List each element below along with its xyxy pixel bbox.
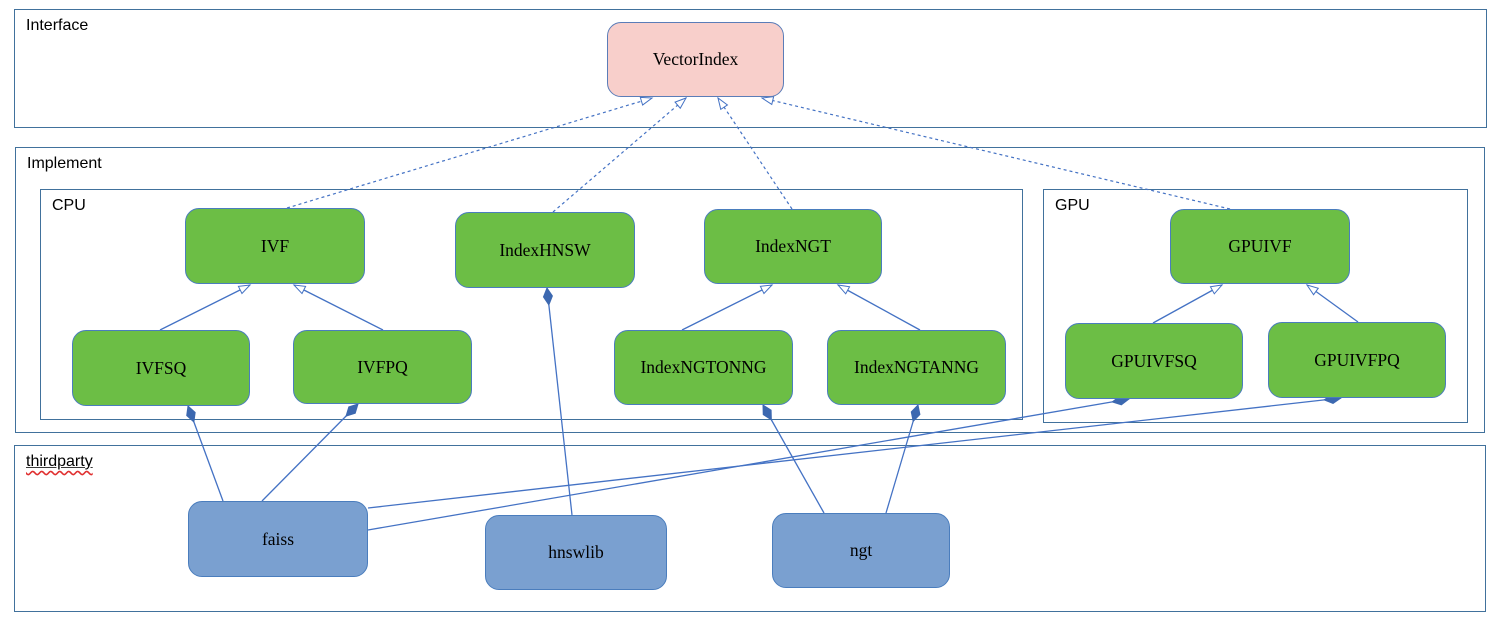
container-thirdparty-label-text: thirdparty bbox=[26, 453, 93, 470]
node-indexngtonng-label: IndexNGTONNG bbox=[640, 357, 767, 377]
node-gpuivf: GPUIVF bbox=[1170, 209, 1350, 284]
node-hnswlib-label: hnswlib bbox=[548, 542, 604, 562]
container-interface-label: Interface bbox=[26, 17, 89, 34]
node-indexngt-label: IndexNGT bbox=[755, 236, 831, 256]
node-ivf-label: IVF bbox=[260, 235, 290, 256]
node-gpuivfsq-label: GPUIVFSQ bbox=[1111, 350, 1197, 371]
node-ivfpq: IVFPQ bbox=[293, 330, 472, 404]
container-gpu-label: GPU bbox=[1055, 197, 1090, 214]
node-indexhnsw-label: IndexHNSW bbox=[499, 239, 591, 260]
node-ngt-label: ngt bbox=[849, 540, 873, 560]
node-gpuivf-label: GPUIVF bbox=[1228, 236, 1292, 256]
node-ngt: ngt bbox=[772, 513, 950, 588]
container-implement-label: Implement bbox=[27, 155, 102, 172]
node-ivfpq-label: IVFPQ bbox=[357, 356, 408, 377]
node-ivfsq: IVFSQ bbox=[72, 330, 250, 406]
node-faiss-label: faiss bbox=[261, 528, 295, 549]
node-faiss: faiss bbox=[188, 501, 368, 577]
node-vectorindex: VectorIndex bbox=[607, 22, 784, 97]
node-vectorindex-label: VectorIndex bbox=[652, 49, 739, 69]
container-thirdparty-label: thirdparty bbox=[26, 453, 93, 471]
node-indexngtanng-label: IndexNGTANNG bbox=[854, 357, 979, 377]
node-ivfsq-label: IVFSQ bbox=[135, 357, 187, 378]
node-gpuivfpq-label: GPUIVFPQ bbox=[1314, 349, 1400, 370]
node-ivf: IVF bbox=[185, 208, 365, 284]
node-indexngtonng: IndexNGTONNG bbox=[614, 330, 793, 405]
container-cpu-label: CPU bbox=[52, 197, 86, 214]
node-indexngtanng: IndexNGTANNG bbox=[827, 330, 1006, 405]
node-indexhnsw: IndexHNSW bbox=[455, 212, 635, 288]
node-indexngt: IndexNGT bbox=[704, 209, 882, 284]
node-gpuivfpq: GPUIVFPQ bbox=[1268, 322, 1446, 398]
node-hnswlib: hnswlib bbox=[485, 515, 667, 590]
node-gpuivfsq: GPUIVFSQ bbox=[1065, 323, 1243, 399]
